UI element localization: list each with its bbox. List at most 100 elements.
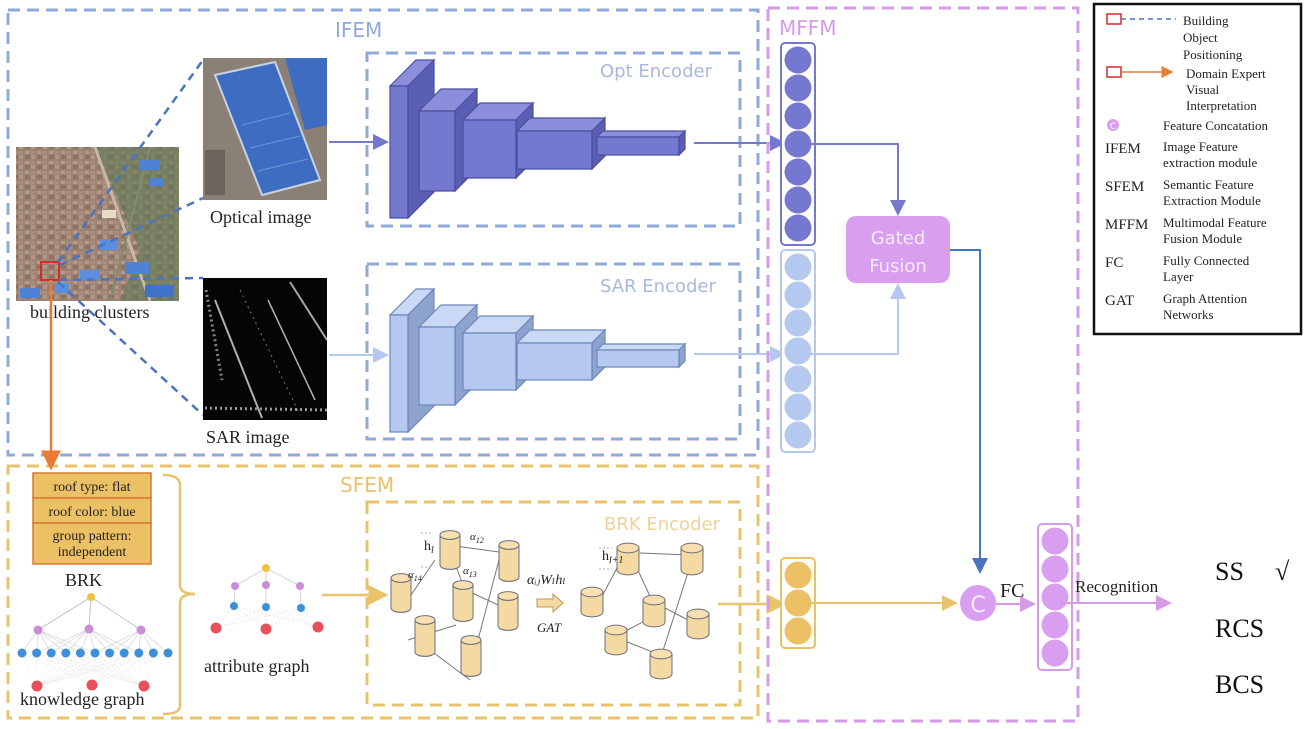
vector-node (784, 617, 812, 645)
kg-edge (36, 652, 154, 687)
ag-edge (265, 606, 319, 628)
opt-cnn-layers (388, 58, 687, 220)
ag-node-class (312, 621, 324, 633)
ag-node-class (260, 623, 272, 635)
vector-node (1041, 611, 1069, 639)
opt-encoder: Opt Encoder (329, 51, 786, 228)
kg-edge (51, 652, 93, 686)
ag-edge (215, 605, 235, 629)
ag-edge (233, 605, 267, 630)
kg-edge (36, 652, 96, 687)
knowledge-graph-label: knowledge graph (20, 689, 144, 709)
kg-edge (143, 652, 154, 687)
kg-edge (80, 652, 93, 686)
graph-node-cylinder (616, 542, 640, 576)
sar-image (203, 278, 328, 420)
vector-node (784, 421, 812, 449)
gat-formula: αᵢⱼWₗhₗ (527, 573, 566, 588)
ag-node-attribute (262, 603, 270, 611)
graph-node-cylinder (580, 586, 604, 618)
kg-edge (36, 652, 52, 687)
graph-node-cylinder (452, 580, 474, 622)
graph-node-cylinder (686, 608, 710, 640)
graph-node-cylinder (497, 591, 519, 631)
kg-edge (94, 652, 145, 687)
kg-edge (36, 652, 66, 687)
vector-node (784, 589, 812, 617)
vector-node (784, 102, 812, 130)
gat-arrow-icon (536, 592, 564, 614)
kg-node-attribute (105, 648, 115, 658)
cnn-layer (515, 116, 607, 171)
vector-node (784, 158, 812, 186)
kg-edge (138, 652, 145, 687)
legend-description: Extraction Module (1163, 193, 1261, 208)
recognition-label: Recognition (1075, 577, 1159, 596)
kg-edge (88, 628, 110, 654)
cnn-layer (515, 328, 607, 382)
kg-edge (65, 628, 90, 654)
mffm-title: MFFM (779, 16, 837, 40)
kg-node-attribute (32, 648, 42, 658)
knowledge-graph (17, 593, 173, 692)
brk-row-group-pattern: group pattern: (53, 529, 132, 544)
legend-description: Multimodal Feature (1163, 215, 1267, 230)
vector-node (784, 561, 812, 589)
brk-table: roof type: flat roof color: blue group p… (32, 472, 152, 565)
vector-node (784, 130, 812, 158)
kg-node-attribute (17, 648, 27, 658)
attribute-graph-label: attribute graph (204, 656, 309, 676)
kg-node-category (136, 625, 146, 635)
vector-node (1041, 639, 1069, 667)
vector-node (784, 281, 812, 309)
ag-edge (215, 607, 302, 629)
graph-node-cylinder (498, 540, 520, 582)
sar-image-label: SAR image (206, 427, 290, 447)
graph-node-cylinder (680, 542, 704, 576)
sfem-module: SFEM (6, 464, 760, 720)
ag-node-root (262, 564, 270, 572)
graph-edge (659, 559, 693, 661)
kg-node-class (86, 679, 98, 691)
ag-edge (265, 567, 301, 587)
mffm-border (766, 6, 1080, 723)
optical-image (203, 58, 327, 200)
vector-node (784, 309, 812, 337)
legend-item-positioning: Building Object Positioning (1183, 13, 1243, 62)
selected-check-icon: √ (1275, 557, 1290, 586)
kg-edge (109, 629, 142, 654)
mffm-module: MFFM (766, 6, 1080, 723)
cnn-layer (595, 342, 687, 369)
ag-node-category (231, 582, 239, 590)
h-l-label: hl (424, 539, 434, 556)
legend-key: MFFM (1105, 217, 1148, 233)
legend-description: Fusion Module (1163, 231, 1242, 246)
kg-node-attribute (90, 648, 100, 658)
cnn-layer (595, 129, 687, 157)
ag-edge (233, 605, 319, 628)
building-clusters-image (16, 146, 179, 302)
fusion-to-concat-line (950, 249, 988, 574)
legend-key: FC (1105, 255, 1123, 271)
kg-node-root (87, 593, 95, 601)
kg-edge (36, 652, 145, 687)
legend-description: Layer (1163, 269, 1194, 284)
kg-node-attribute (148, 648, 158, 658)
sfem-title: SFEM (340, 473, 394, 497)
h-l1-label: hl+1 (602, 549, 624, 566)
legend-description: Semantic Feature (1163, 177, 1254, 192)
ag-edge (265, 607, 302, 630)
gat-input-graph (390, 530, 520, 681)
legend-concat-icon (1107, 119, 1119, 131)
fc-feature-vector (1037, 523, 1073, 671)
kg-node-category (33, 625, 43, 635)
kg-edge (37, 596, 92, 631)
kg-node-attribute (163, 648, 173, 658)
sar-to-fusion-line (810, 283, 906, 355)
brk-encoder: BRK Encoder hl α12 α13 α14 αᵢⱼWₗhₗ GAT h… (360, 500, 787, 707)
kg-node-attribute (134, 648, 144, 658)
